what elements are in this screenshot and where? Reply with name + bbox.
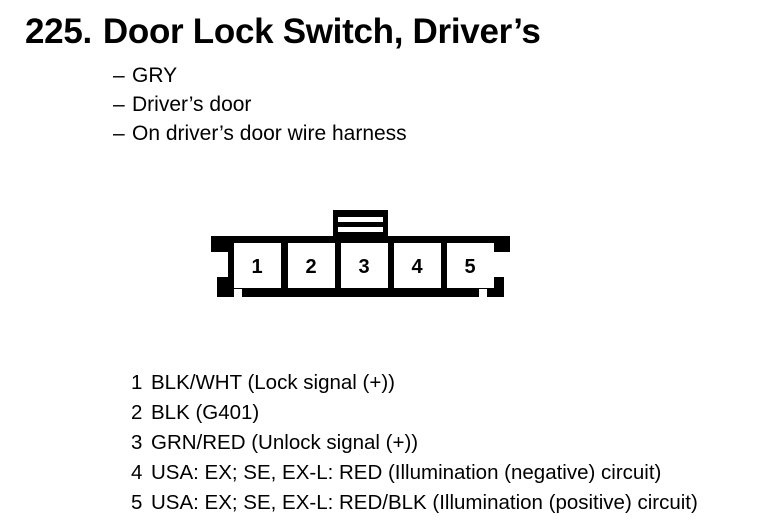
pin-index: 4: [131, 461, 143, 484]
pin-cavity-3: [341, 243, 388, 288]
connector-diagram: 1 2 3 4 5: [205, 203, 525, 313]
pin-assignment-list: 1 BLK/WHT (Lock signal (+)) 2 BLK (G401)…: [131, 368, 767, 518]
list-item: 3 GRN/RED (Unlock signal (+)): [131, 428, 767, 458]
locking-tab-slot-upper: [338, 217, 383, 222]
connector-locking-tab: [333, 210, 388, 240]
pin-cavity-4: [394, 243, 441, 288]
dash-bullet-icon: –: [113, 122, 125, 145]
pin-index: 2: [131, 401, 143, 424]
section-number: 225.: [25, 12, 92, 51]
list-item: 5 USA: EX; SE, EX-L: RED/BLK (Illuminati…: [131, 488, 767, 518]
list-item: 2 BLK (G401): [131, 398, 767, 428]
pin-description: BLK (G401): [151, 401, 260, 424]
bullet-label: GRY: [132, 64, 178, 87]
pin-cavity-1: [234, 243, 281, 288]
list-item: – Driver’s door: [113, 90, 673, 119]
pin-number-3: 3: [358, 256, 369, 278]
bullet-label: Driver’s door: [132, 93, 252, 116]
title-text: Door Lock Switch, Driver’s: [102, 12, 541, 51]
list-item: – On driver’s door wire harness: [113, 119, 673, 148]
description-bullet-list: – GRY – Driver’s door – On driver’s door…: [113, 61, 673, 148]
pin-description: USA: EX; SE, EX-L: RED/BLK (Illumination…: [151, 491, 698, 514]
dash-bullet-icon: –: [113, 64, 125, 87]
pin-index: 5: [131, 491, 143, 514]
pin-number-1: 1: [251, 256, 262, 278]
bullet-label: On driver’s door wire harness: [132, 122, 407, 145]
connector-diagram-svg: 1 2 3 4 5: [211, 210, 510, 297]
list-item: 1 BLK/WHT (Lock signal (+)): [131, 368, 767, 398]
dash-bullet-icon: –: [113, 93, 125, 116]
page-title: 225. Door Lock Switch, Driver’s: [25, 12, 541, 52]
pin-index: 3: [131, 431, 143, 454]
locking-tab-slot-lower: [338, 227, 383, 232]
pin-cavity-2: [288, 243, 335, 288]
pin-description: USA: EX; SE, EX-L: RED (Illumination (ne…: [151, 461, 662, 484]
list-item: – GRY: [113, 61, 673, 90]
pin-description: GRN/RED (Unlock signal (+)): [151, 431, 419, 454]
pin-index: 1: [131, 371, 143, 394]
pin-cavity-5: [447, 243, 494, 288]
pin-number-4: 4: [411, 256, 423, 278]
list-item: 4 USA: EX; SE, EX-L: RED (Illumination (…: [131, 458, 767, 488]
pin-number-2: 2: [305, 256, 316, 278]
pin-number-5: 5: [464, 256, 475, 278]
pin-description: BLK/WHT (Lock signal (+)): [151, 371, 395, 394]
